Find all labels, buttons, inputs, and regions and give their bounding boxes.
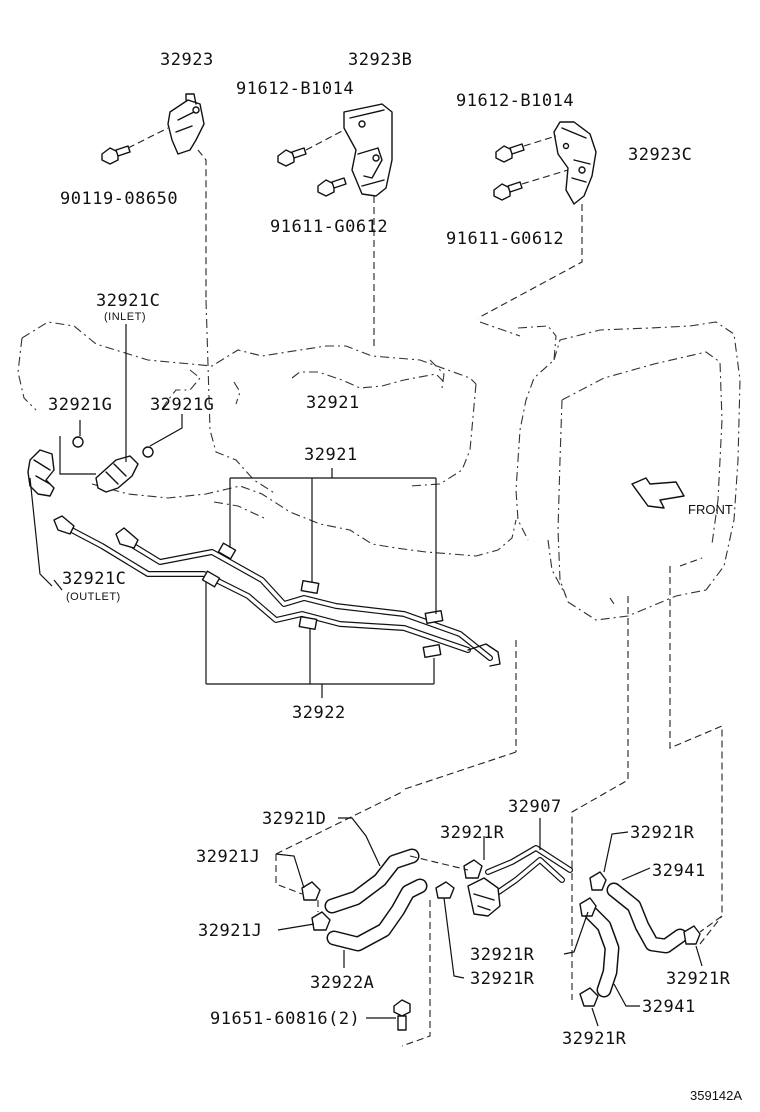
- connector-32921c-outlet: [27, 449, 55, 497]
- label-32922: 32922: [292, 703, 346, 723]
- pipe-32921: [61, 523, 501, 667]
- hose-32941-b: [584, 906, 620, 998]
- clamp-32921r-f: [579, 987, 599, 1007]
- label-32921-b: 32921: [304, 445, 358, 465]
- label-90119-08650: 90119-08650: [60, 189, 178, 209]
- clamp-32921r-e: [683, 925, 701, 945]
- label-32921r-f: 32921R: [562, 1029, 627, 1049]
- clamp-32921j-a: [301, 881, 321, 901]
- label-32923c: 32923C: [628, 145, 692, 165]
- bracket-32923c: [553, 121, 597, 205]
- plug-32921g-b: [142, 446, 154, 458]
- bolt-91612-b1014-a: [277, 147, 307, 167]
- clamp-32921r-d: [579, 897, 597, 917]
- label-32921j-b: 32921J: [198, 921, 262, 941]
- label-32921r-e: 32921R: [666, 969, 731, 989]
- clamp-32921r-c: [589, 871, 607, 891]
- bolt-91611-g0612-a: [317, 177, 347, 197]
- label-32923b: 32923B: [348, 50, 412, 70]
- bolt-91612-b1014-b: [495, 143, 525, 163]
- label-91651-60816: 91651-60816(2): [210, 1009, 360, 1029]
- label-32921c-inlet: 32921C: [96, 291, 160, 311]
- pipe-fittings: [53, 515, 139, 549]
- clamp-32921: [217, 542, 444, 625]
- label-91611-g0612-b: 91611-G0612: [446, 229, 564, 249]
- connector-32921c-inlet: [95, 455, 139, 493]
- label-32907: 32907: [508, 797, 562, 817]
- label-32921r-c: 32921R: [470, 945, 535, 965]
- transmission-phantom: [17, 299, 741, 621]
- bolt-91611-g0612-b: [493, 181, 523, 201]
- label-inlet-note: (INLET): [104, 311, 146, 323]
- label-32921r-d: 32921R: [470, 969, 535, 989]
- clamp-32922: [201, 570, 442, 659]
- front-arrow-icon: [631, 477, 685, 509]
- bracket-32923b: [343, 103, 393, 197]
- label-32921g-b: 32921G: [150, 395, 214, 415]
- clamp-32921j-b: [311, 911, 331, 931]
- label-32921r-b: 32921R: [630, 823, 695, 843]
- label-32921-a: 32921: [306, 393, 360, 413]
- bracket-32923: [167, 93, 205, 155]
- label-front: FRONT: [688, 502, 733, 517]
- plug-32921g-a: [72, 436, 84, 448]
- clamp-32921r-a: [463, 859, 483, 879]
- label-32941-a: 32941: [652, 861, 706, 881]
- hose-32921d: [324, 848, 420, 914]
- label-32921d: 32921D: [262, 809, 326, 829]
- figure-id: 359142A: [690, 1088, 742, 1103]
- hose-32922a: [326, 878, 428, 952]
- label-32921g-a: 32921G: [48, 395, 112, 415]
- bolt-91651-60816: [393, 999, 411, 1031]
- clamp-32921r-b: [435, 881, 455, 899]
- hose-32941-a: [606, 882, 688, 954]
- label-outlet-note: (OUTLET): [66, 591, 121, 603]
- label-91612-b1014-a: 91612-B1014: [236, 79, 354, 99]
- label-91611-g0612-a: 91611-G0612: [270, 217, 388, 237]
- label-91612-b1014-b: 91612-B1014: [456, 91, 574, 111]
- label-32921r-a: 32921R: [440, 823, 505, 843]
- label-32941-b: 32941: [642, 997, 696, 1017]
- tube-32907: [467, 845, 573, 917]
- bolt-90119-08650: [101, 145, 131, 165]
- label-32921c-outlet: 32921C: [62, 569, 126, 589]
- label-32921j-a: 32921J: [196, 847, 260, 867]
- label-32923: 32923: [160, 50, 214, 70]
- label-32922a: 32922A: [310, 973, 374, 993]
